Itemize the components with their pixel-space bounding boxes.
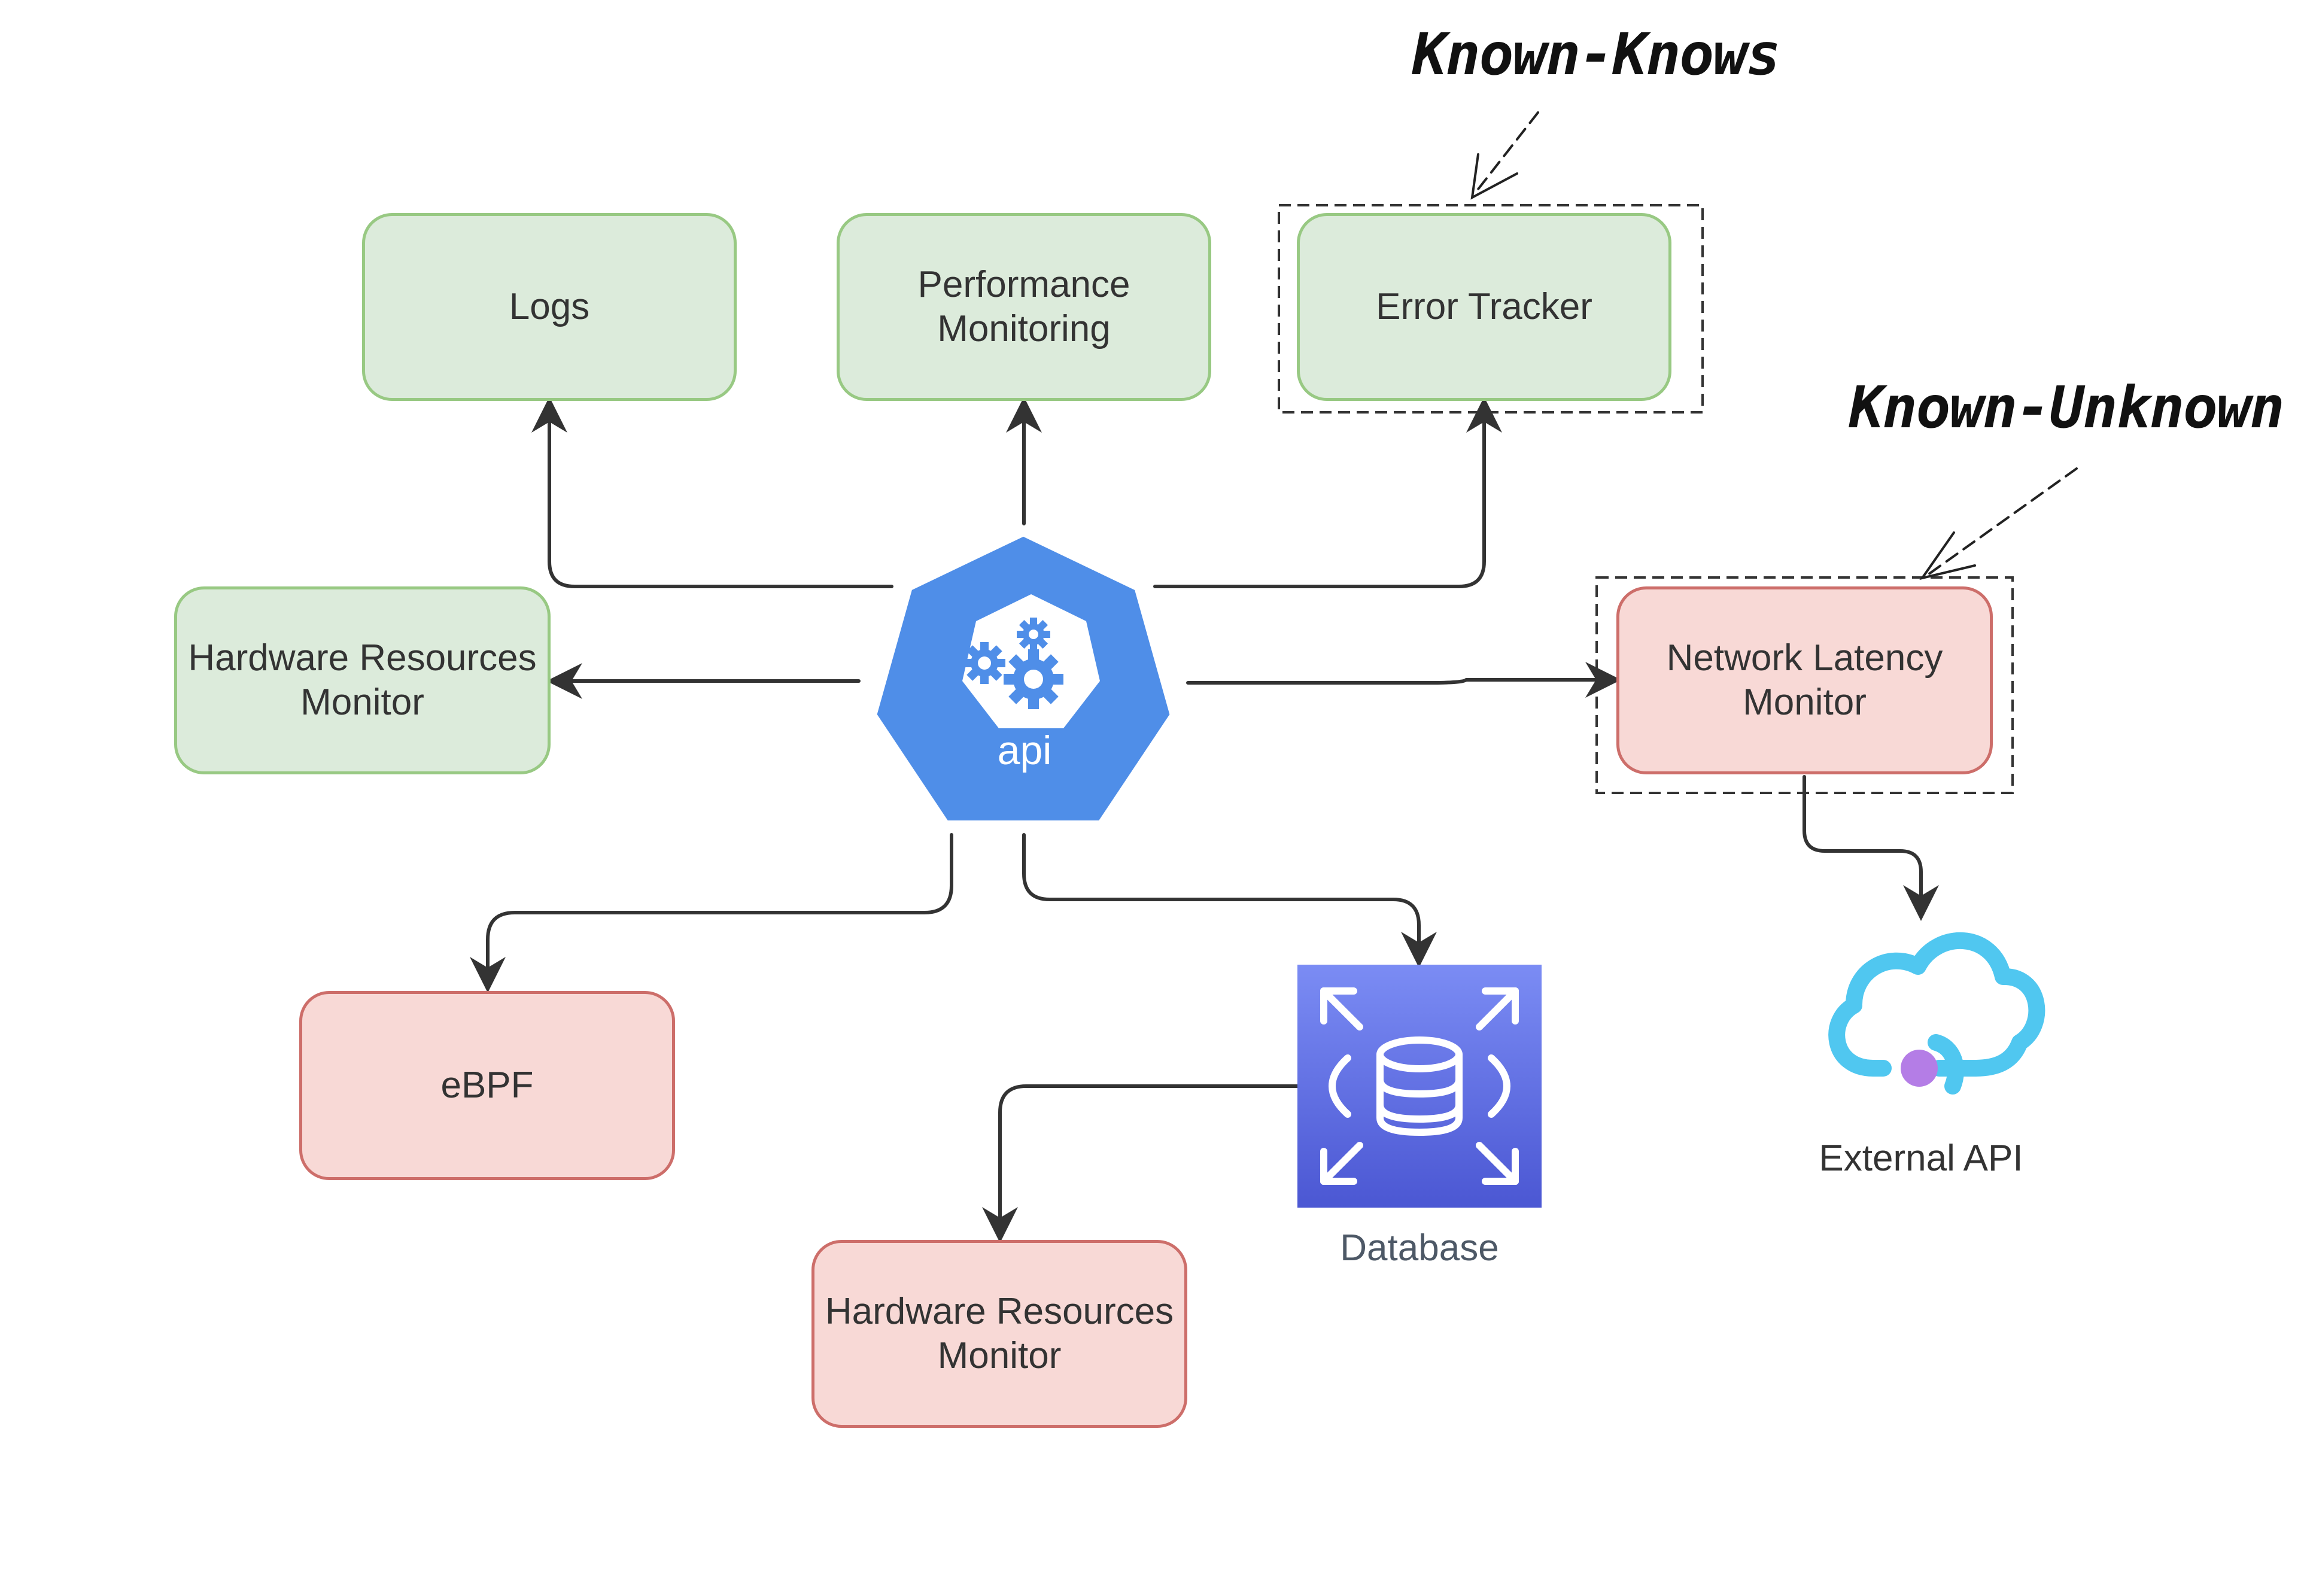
arrow-api-to-logs xyxy=(531,397,893,588)
known-knows-highlight-box xyxy=(1278,204,1704,414)
performance-monitoring-node: Performance Monitoring xyxy=(837,213,1211,401)
cloud-api-icon xyxy=(1828,932,2045,1095)
ebpf-label: eBPF xyxy=(440,1065,534,1106)
external-api-caption: External API xyxy=(1819,1138,2023,1179)
arrow-api-to-error-tracker xyxy=(1153,397,1502,588)
database-caption: Database xyxy=(1340,1227,1499,1269)
known-unknown-highlight-box xyxy=(1595,576,2014,794)
arrow-api-to-ebpf xyxy=(470,833,953,993)
arrow-database-to-hardware-monitor xyxy=(982,1084,1299,1243)
ebpf-node: eBPF xyxy=(299,991,675,1180)
arrow-network-latency-to-external-api xyxy=(1803,775,1939,921)
hardware-resources-monitor-node: Hardware Resources Monitor xyxy=(174,586,551,774)
error-tracker-node: Error Tracker xyxy=(1297,213,1671,401)
hardware-resources-monitor-label: Hardware Resources Monitor xyxy=(188,637,537,723)
known-knows-annotation: Known-Knows xyxy=(1412,21,1781,88)
gears-icon xyxy=(963,618,1063,709)
database-node xyxy=(1297,965,1542,1208)
database-icon xyxy=(1320,987,1519,1185)
performance-monitoring-label: Performance Monitoring xyxy=(917,264,1130,349)
error-tracker-label: Error Tracker xyxy=(1376,286,1592,327)
network-latency-monitor-node: Network Latency Monitor xyxy=(1616,586,1993,774)
api-endpoint-dot xyxy=(1901,1050,1938,1087)
hardware-resources-monitor-db-label: Hardware Resources Monitor xyxy=(825,1291,1174,1376)
network-latency-monitor-label: Network Latency Monitor xyxy=(1666,637,1943,723)
known-unknown-pointer xyxy=(1927,467,2078,576)
api-label: api xyxy=(998,728,1052,773)
external-api-node xyxy=(1828,932,2045,1095)
api-hub: api xyxy=(868,528,1178,829)
hardware-resources-monitor-db-node: Hardware Resources Monitor xyxy=(811,1240,1187,1428)
known-knows-pointer xyxy=(1473,111,1539,196)
logs-node: Logs xyxy=(362,213,737,401)
known-unknown-annotation: Known-Unknown xyxy=(1849,374,2284,441)
arrow-api-to-network-latency xyxy=(1186,662,1621,698)
logs-label: Logs xyxy=(509,286,590,327)
known-unknown-pointer-head xyxy=(1919,531,1976,580)
arrow-api-to-database xyxy=(1022,833,1437,968)
known-knows-pointer-head xyxy=(1470,153,1518,200)
